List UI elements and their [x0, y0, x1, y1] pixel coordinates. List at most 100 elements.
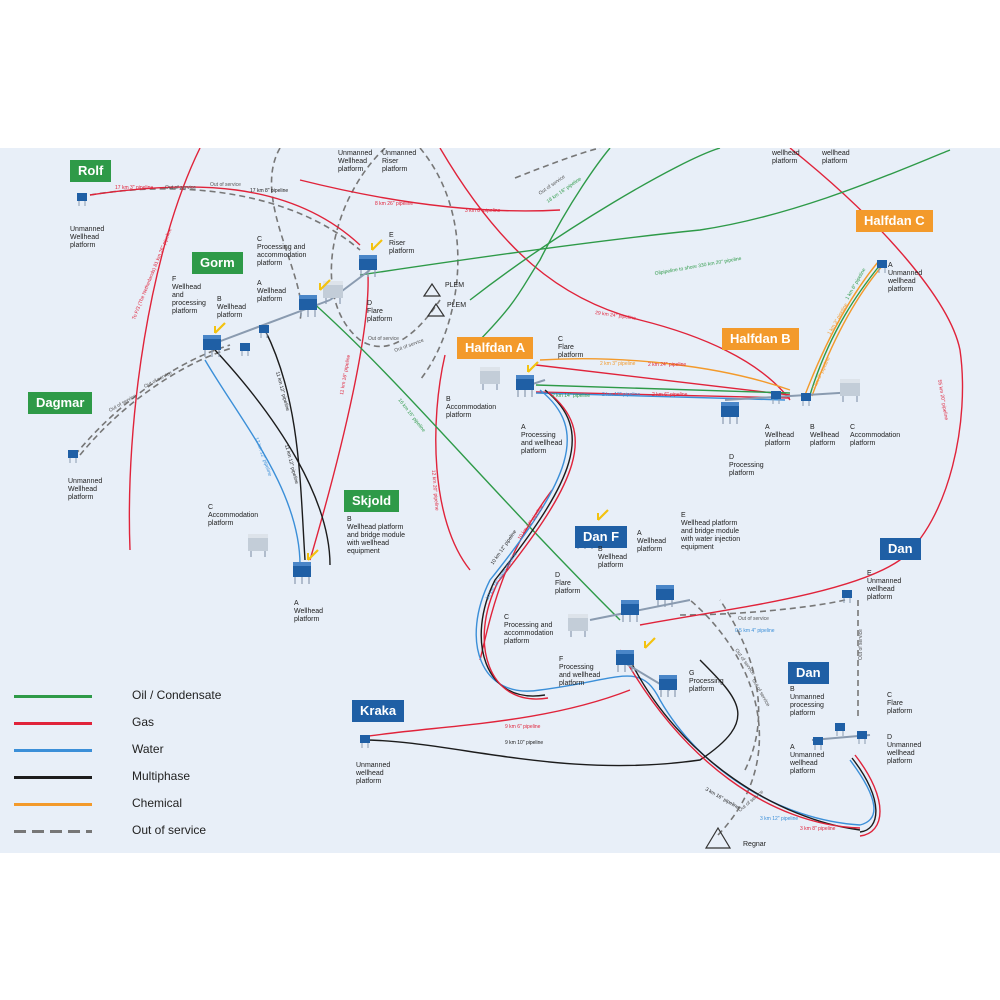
- legend-label: Chemical: [132, 796, 183, 810]
- pipe-label: 1 km 6" pipeline: [845, 267, 868, 301]
- pipe-label: 17 km 8" pipeline: [250, 188, 288, 194]
- platform-label: Regnar: [743, 841, 766, 848]
- gorm-crane-icon-3: [370, 238, 384, 252]
- legend-swatch: [14, 803, 92, 806]
- halfdan-b-d-platform-icon: [720, 401, 740, 425]
- pipe-label: 0.5 km 4" pipeline: [735, 628, 775, 634]
- platform-label: C Processing and accommodation platform: [257, 236, 307, 267]
- platform-label: Unmanned Wellhead platform: [68, 478, 103, 501]
- platform-label: E Riser platform: [389, 232, 415, 255]
- pipe-label: Out of service: [368, 336, 399, 342]
- pipe-label: 11 km 16" pipeline: [339, 354, 352, 395]
- platform-label: A Processing and wellhead platform: [521, 424, 563, 455]
- platform-label: D Flare platform: [555, 572, 581, 595]
- skjold-c-platform-icon: [247, 533, 269, 558]
- platform-label: F Wellhead and processing platform: [172, 276, 206, 315]
- pipe-label: 2 km 24" pipeline: [648, 362, 686, 368]
- platform-label: A Unmanned wellhead platform: [790, 744, 825, 775]
- pipe-label: Out of service: [165, 185, 196, 191]
- regnar-icon: [704, 826, 732, 849]
- field-label-halfdan-a: Halfdan A: [457, 337, 534, 359]
- multiphase-lines: [214, 329, 877, 833]
- pipe-label: Out of service: [210, 182, 241, 188]
- plem-triangles: [422, 282, 732, 849]
- gorm-e-platform-icon: [358, 254, 378, 278]
- pipe-label: 10 km 12" pipeline: [517, 504, 546, 541]
- platform-label: C Accommodation platform: [850, 424, 901, 447]
- platform-label: B Accommodation platform: [446, 396, 497, 419]
- legend-swatch: [14, 722, 92, 725]
- legend-swatch: [14, 695, 92, 698]
- pipe-label: 3 km 8" pipeline: [800, 826, 836, 832]
- legend-label: Gas: [132, 715, 155, 729]
- platform-label: A Unmanned wellhead platform: [888, 262, 923, 293]
- platform-label: wellhead platform: [772, 150, 800, 165]
- halfdan-b-b-platform-icon: [800, 392, 812, 407]
- platform-label: Unmanned Riser platform: [382, 150, 417, 173]
- platform-label: B Wellhead platform: [810, 424, 840, 447]
- platform-label: F Processing and wellhead platform: [559, 656, 601, 687]
- legend-swatch: [14, 776, 92, 779]
- legend-label: Oil / Condensate: [132, 688, 222, 702]
- pipe-label: To F/3 (The Netherlands) 81 km 26" pipel…: [131, 227, 173, 320]
- pipe-label: 17 km 3" pipeline: [115, 185, 153, 191]
- field-label-dagmar: Dagmar: [28, 392, 93, 414]
- kraka-platform-icon: [359, 734, 371, 749]
- platform-label: A Wellhead platform: [765, 424, 795, 447]
- plem-icon: [422, 282, 442, 297]
- skjold-a-platform-icon: [292, 561, 312, 585]
- gas-lines: [89, 148, 964, 738]
- platform-label: Unmanned Wellhead platform: [338, 150, 373, 173]
- dagmar-platform-icon: [67, 449, 79, 464]
- gorm-crane-icon: [213, 321, 227, 335]
- legend-swatch: [14, 830, 92, 833]
- pipeline-map: 17 km 3" pipeline Out of service Out of …: [0, 148, 1000, 853]
- pipe-label: 3 km 12" pipeline: [760, 816, 798, 822]
- field-label-halfdan-b: Halfdan B: [722, 328, 799, 350]
- pipe-label: Out of service: [143, 370, 173, 390]
- field-label-dan: Dan: [788, 662, 829, 684]
- platform-label: PLEM: [445, 282, 465, 289]
- field-label-dan-e: Dan: [880, 538, 921, 560]
- pipe-label: 2 km 3" pipeline: [600, 361, 636, 367]
- platform-label: D Unmanned wellhead platform: [887, 734, 922, 765]
- platform-label: Unmanned wellhead platform: [356, 762, 391, 785]
- dan-bundle: [483, 391, 881, 837]
- halfdan-a-a-platform-icon: [515, 374, 535, 398]
- oil-lines: [309, 148, 951, 621]
- pipe-label: 2 km 6" pipeline: [652, 392, 688, 398]
- gorm-a2-platform-icon: [258, 324, 270, 339]
- pipe-label: 11 km 12" pipeline: [274, 371, 290, 412]
- platform-label: C Flare platform: [887, 692, 913, 715]
- platform-label: A Wellhead platform: [257, 280, 287, 303]
- pipe-label: 55 km 20" pipeline: [936, 379, 949, 421]
- pipe-label: Out of service: [738, 616, 769, 622]
- dan-d-platform-icon: [856, 730, 868, 745]
- halfdan-a-b-platform-icon: [479, 366, 501, 391]
- platform-label: E Wellhead platform and bridge module wi…: [681, 512, 741, 551]
- pipe-label: 3 km 8" pipeline: [465, 208, 501, 214]
- halfdan-c-platform-icon: [876, 259, 888, 274]
- platform-label: B Wellhead platform: [217, 296, 247, 319]
- dan-f-crane-icon: [596, 508, 610, 522]
- pipe-label: 3 km 16" pipeline: [704, 787, 740, 811]
- pipe-label: 16 km 16" pipeline: [396, 398, 426, 434]
- dan-e-platform-icon: [841, 589, 853, 604]
- pipe-label: Out of service: [737, 789, 765, 814]
- dan-b-platform-icon: [834, 722, 846, 737]
- halfdan-a-crane-icon: [526, 360, 540, 374]
- pipe-label: 10 km 16" water pipeline: [485, 551, 519, 601]
- platform-label: A Wellhead platform: [637, 530, 667, 553]
- pipe-label: 12 km 20" pipeline: [430, 470, 440, 512]
- platform-label: B Unmanned processing platform: [790, 686, 825, 717]
- legend-label: Water: [132, 742, 164, 756]
- dan-f-crane-icon-2: [643, 636, 657, 650]
- pipe-label: Oilpipeline to shore 330 km 20" pipeline: [654, 256, 742, 277]
- platform-label: wellhead platform: [822, 150, 850, 165]
- chemical-lines: [539, 261, 883, 397]
- legend-swatch: [14, 749, 92, 752]
- field-label-gorm: Gorm: [192, 252, 243, 274]
- pipe-label: Out of service: [858, 629, 864, 660]
- platform-label: C Accommodation platform: [208, 504, 259, 527]
- platform-label: PLEM: [447, 302, 467, 309]
